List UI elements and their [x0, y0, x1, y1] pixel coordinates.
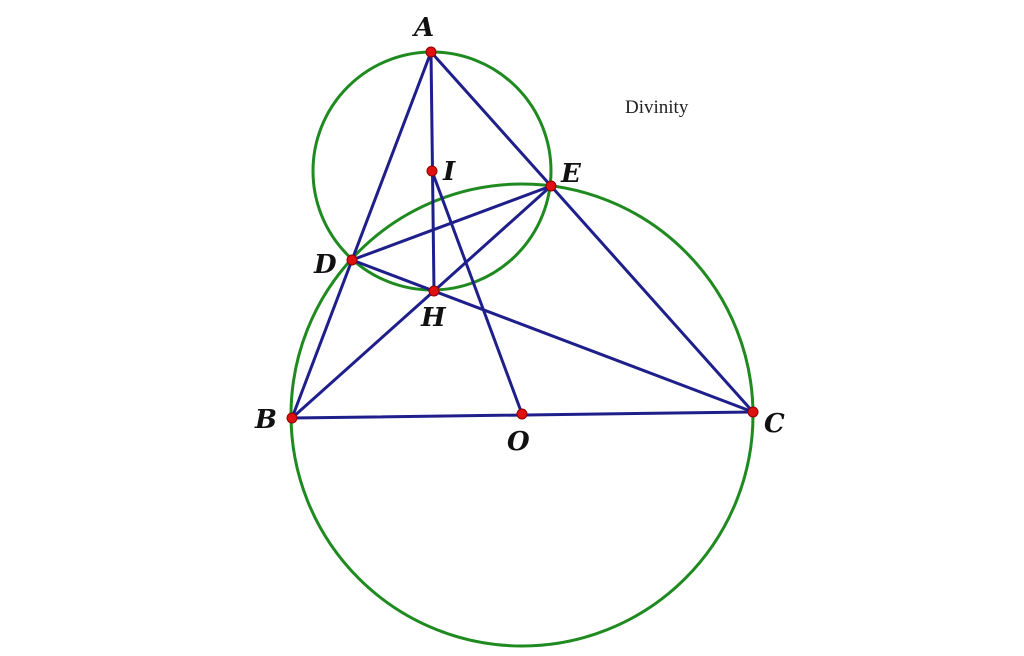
point-o	[516, 408, 528, 420]
segment-io	[430, 169, 524, 416]
segment-bh	[290, 289, 436, 420]
segment-ae	[429, 50, 553, 188]
point-a	[425, 46, 437, 58]
label-a: A	[411, 13, 434, 43]
label-c: C	[764, 409, 785, 439]
point-c	[747, 406, 759, 418]
segment-ab	[290, 50, 433, 420]
watermark-text: Divinity	[625, 97, 689, 118]
label-d: D	[313, 250, 337, 280]
label-o: O	[507, 427, 530, 457]
point-h	[428, 285, 440, 297]
segment-dc	[350, 258, 755, 414]
point-e	[545, 180, 557, 192]
label-e: E	[560, 159, 582, 189]
segment-he	[432, 184, 553, 293]
point-d	[346, 254, 358, 266]
segment-ec	[549, 184, 755, 414]
point-b	[286, 412, 298, 424]
point-i	[426, 165, 438, 177]
label-h: H	[420, 303, 447, 333]
label-b: B	[254, 405, 277, 435]
label-i: I	[442, 157, 456, 187]
